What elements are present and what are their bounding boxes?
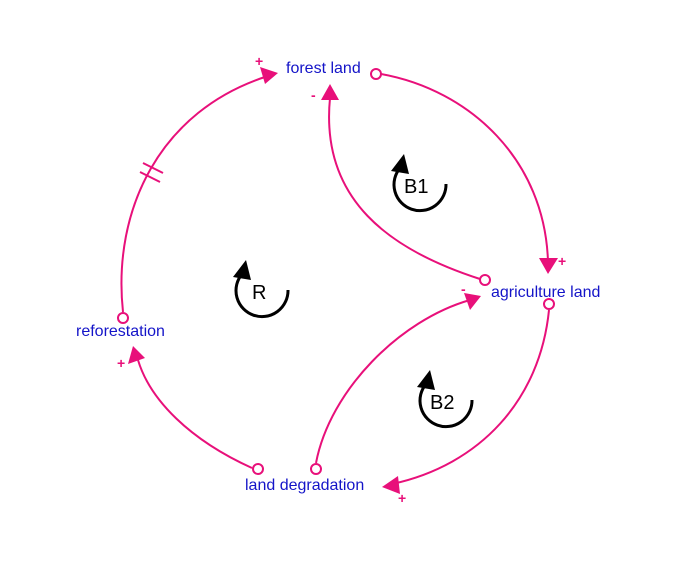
loop-arrowhead-icon [417, 370, 435, 390]
arrowhead-icon [382, 476, 400, 494]
polarity-label: + [558, 253, 566, 269]
link-path [328, 97, 481, 280]
arrowhead-icon [321, 84, 339, 100]
link-agriculture-land-to-forest-land[interactable]: - [311, 84, 491, 286]
polarity-label: + [255, 53, 263, 69]
arrowhead-icon [464, 293, 481, 310]
link-path [120, 75, 269, 313]
loop-b1[interactable]: B1 [391, 154, 448, 213]
link-agriculture-land-to-land-degradation[interactable]: + [382, 298, 555, 506]
loop-arrowhead-icon [233, 260, 251, 280]
link-tail-circle [252, 463, 264, 475]
link-tail-circle [310, 463, 322, 475]
node-reforestation[interactable]: reforestation [76, 323, 165, 340]
link-reforestation-to-forest-land[interactable]: + [117, 53, 278, 324]
link-land-degradation-to-reforestation[interactable]: + [117, 346, 264, 475]
loop-arrow-icon [392, 167, 448, 213]
link-tail-circle [370, 68, 382, 80]
loop-b2[interactable]: B2 [417, 370, 474, 429]
delay-mark-icon [139, 171, 161, 183]
loop-r[interactable]: R [233, 260, 290, 319]
loop-arrowhead-icon [391, 154, 409, 174]
link-path [380, 73, 549, 263]
link-land-degradation-to-agriculture-land[interactable]: - [310, 281, 481, 475]
loop-arrow-icon [418, 383, 474, 429]
polarity-label: - [311, 87, 316, 103]
loop-arrow-icon [234, 273, 290, 319]
link-tail-circle [543, 298, 555, 310]
arrowhead-icon [260, 67, 278, 84]
polarity-label: + [398, 490, 406, 506]
link-forest-land-to-agriculture-land[interactable]: + [370, 68, 566, 274]
node-land-degradation[interactable]: land degradation [245, 477, 364, 494]
link-path [315, 299, 471, 464]
polarity-label: - [461, 281, 466, 297]
node-forest-land[interactable]: forest land [286, 60, 361, 77]
loop-label: B1 [404, 176, 428, 198]
arrowhead-icon [128, 346, 145, 364]
loop-label: B2 [430, 392, 454, 414]
arrowhead-icon [539, 258, 558, 274]
polarity-label: + [117, 355, 125, 371]
link-path [391, 309, 550, 485]
link-tail-circle [117, 312, 129, 324]
link-tail-circle [479, 274, 491, 286]
node-agriculture-land[interactable]: agriculture land [491, 284, 600, 301]
loop-label: R [252, 282, 266, 304]
delay-mark-icon [142, 162, 164, 174]
link-path [137, 359, 253, 469]
